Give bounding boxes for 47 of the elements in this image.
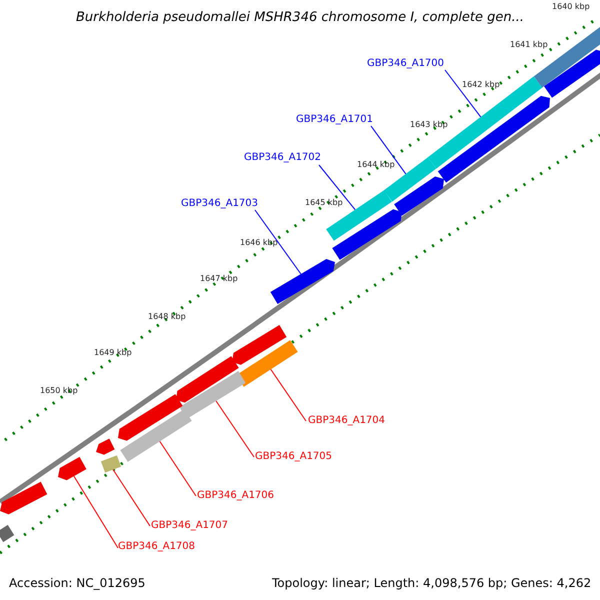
pointed-gene-bar [232, 325, 287, 365]
pointed-gene-bar [96, 438, 115, 455]
scale-label: 1643 kbp [410, 120, 448, 129]
leader-line [254, 210, 302, 274]
leader-line [444, 70, 482, 118]
scale-label: 1644 kbp [357, 160, 395, 169]
pointed-gene-bar [394, 176, 444, 216]
gene-label: GBP346_A1708 [118, 541, 196, 552]
scale-label: 1640 kbp [552, 2, 590, 11]
gene-label: GBP346_A1707 [151, 520, 228, 531]
scale-label: 1648 kbp [148, 312, 186, 321]
gene-label: GBP346_A1706 [197, 490, 274, 501]
scale-label: 1642 kbp [462, 80, 500, 89]
gene-label: GBP346_A1700 [367, 58, 444, 69]
leader-line [318, 164, 356, 210]
scale-label: 1641 kbp [510, 40, 548, 49]
gene-label: GBP346_A1704 [308, 415, 386, 426]
leader-line [159, 440, 196, 496]
pointed-gene-bar [58, 456, 86, 480]
leader-line [73, 476, 118, 548]
scale-label: 1645 kbp [305, 198, 343, 207]
scale-label: 1650 kbp [40, 386, 78, 395]
pointed-gene-bar [0, 482, 48, 514]
gene-bar [534, 26, 600, 88]
gene-bar [326, 190, 392, 241]
leader-line [270, 368, 306, 422]
gene-label: GBP346_A1702 [244, 152, 322, 163]
diagram-title: Burkholderia pseudomallei MSHR346 chromosome I, complete gen... [74, 10, 526, 25]
pointed-gene-bar [332, 209, 402, 260]
gene-label: GBP346_A1701 [296, 114, 374, 125]
gene-bar [179, 371, 246, 419]
gene-bar [120, 409, 192, 462]
leader-line [112, 469, 150, 526]
gene-label: GBP346_A1703 [181, 198, 258, 209]
pointed-gene-bar [544, 50, 600, 98]
gene-bar [0, 524, 14, 542]
gene-bar [100, 455, 122, 473]
footer-text: Topology: linear; Length: 4,098,576 bp; Genes: 4,262 [272, 576, 592, 590]
scale-label: 1649 kbp [94, 348, 132, 357]
pointed-gene-bar [270, 259, 335, 304]
scale-label: 1647 kbp [200, 274, 238, 283]
pointed-gene-bar [176, 356, 239, 403]
gene-label: GBP346_A1705 [255, 451, 332, 462]
leader-line [216, 400, 254, 458]
footer-text: Accession: NC_012695 [9, 576, 146, 590]
leader-line [370, 126, 406, 174]
pointed-gene-bar [118, 394, 183, 441]
